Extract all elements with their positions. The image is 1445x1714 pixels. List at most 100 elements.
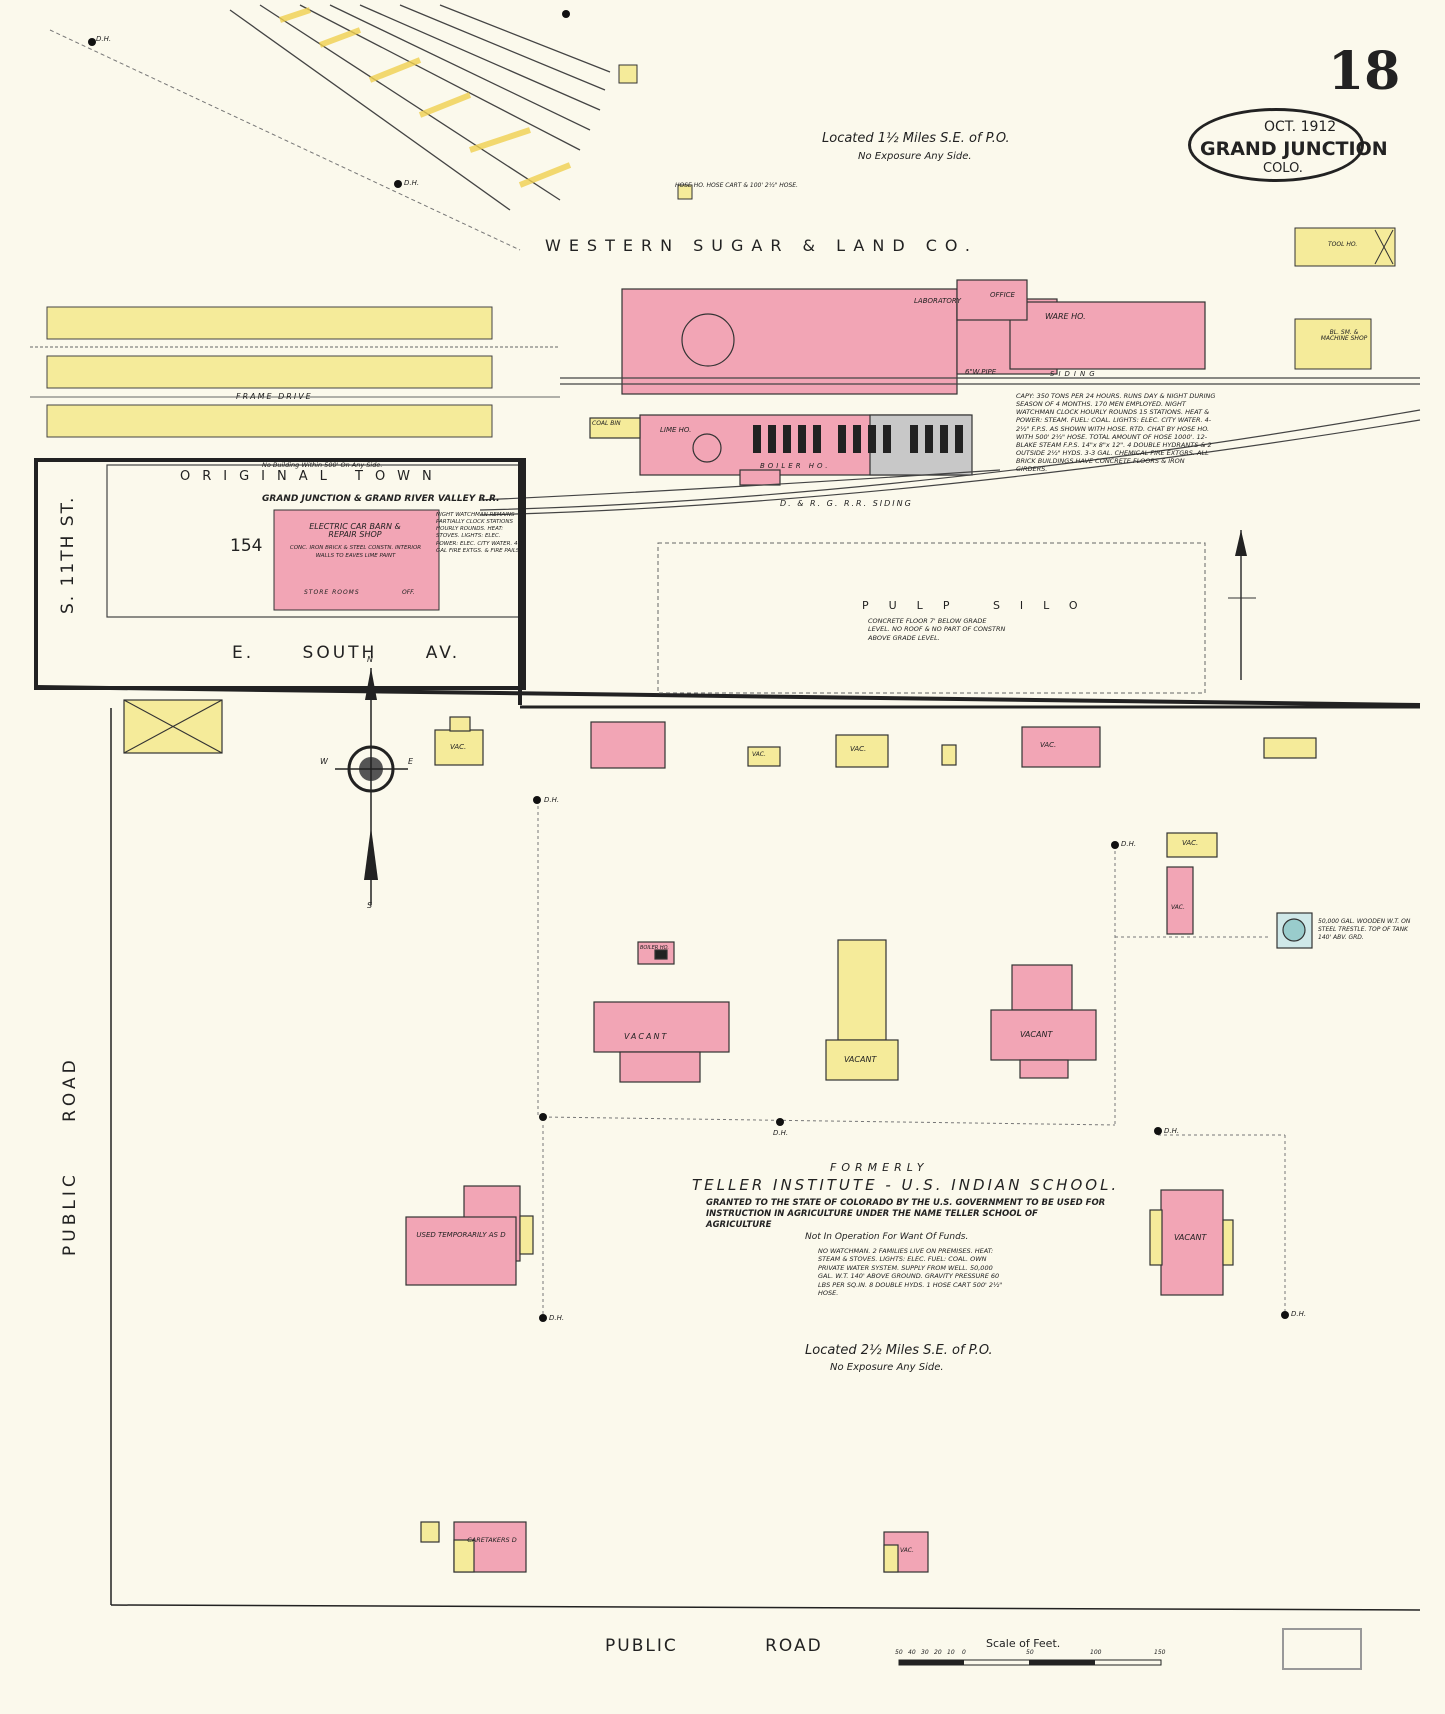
cartouche-oval <box>1188 108 1364 182</box>
office-label: OFFICE <box>990 291 1015 299</box>
library-stamp <box>1282 1628 1362 1670</box>
dh-label-5: D.H. <box>773 1129 789 1137</box>
car-barn-construction: CONC. IRON BRICK & STEEL CONSTN. INTERIO… <box>289 545 422 559</box>
hydrant <box>394 180 402 188</box>
compass-rose <box>335 668 408 905</box>
caretakers-label: CARETAKERS D <box>467 1536 517 1544</box>
lower-buildings <box>123 699 1317 1573</box>
scale-tick: 10 <box>947 1649 955 1656</box>
vac-label-7: VAC. <box>900 1547 914 1554</box>
dh-label-4: D.H. <box>1121 840 1137 848</box>
hose-house-label: HOSE HO. HOSE CART & 100' 2½" HOSE. <box>675 182 798 189</box>
factory-vats <box>753 425 963 453</box>
school-water-pipes <box>537 800 1286 1318</box>
office-small-label: OFF. <box>402 589 415 596</box>
scale-tick: 50 <box>895 1649 903 1656</box>
vacant-label-2: VACANT <box>844 1055 877 1064</box>
vacant-label-3: VACANT <box>1020 1030 1053 1039</box>
compass-e: E <box>408 757 414 766</box>
scale-tick: 50 <box>1026 1649 1034 1656</box>
sugar-notes: CAPY: 350 TONS PER 24 HOURS. RUNS DAY & … <box>1016 392 1216 474</box>
used-temporarily-label: USED TEMPORARILY AS D <box>416 1231 506 1239</box>
block-number: 154 <box>230 536 263 556</box>
scale-tick: 40 <box>908 1649 916 1656</box>
company-name: WESTERN SUGAR & LAND CO. <box>545 236 978 255</box>
tool-house-label: TOOL HO. <box>1328 241 1358 248</box>
top-location: Located 1½ Miles S.E. of P.O. <box>822 131 1010 146</box>
water-tank-note: 50,000 GAL. WOODEN W.T. ON STEEL TRESTLE… <box>1318 918 1411 941</box>
dh-label-8: D.H. <box>1291 1310 1307 1318</box>
railroad-sidings <box>479 377 1421 516</box>
south-property-line <box>110 1604 1421 1611</box>
scale-tick: 30 <box>921 1649 929 1656</box>
public-road-south-label: PUBLIC ROAD <box>605 1636 823 1656</box>
public-road-west-label: PUBLIC ROAD <box>60 1056 80 1256</box>
warehouse-label: WARE HO. <box>1045 312 1086 321</box>
rr-siding-label: D. & R. G. R.R. SIDING <box>780 499 913 508</box>
compass-w: W <box>320 757 328 766</box>
frame-shed <box>46 355 493 389</box>
dh-label-1: D.H. <box>96 35 112 43</box>
frame-shed <box>46 404 493 438</box>
vac-label-5: VAC. <box>1182 839 1199 847</box>
vac-label-1: VAC. <box>450 743 467 751</box>
pipe-label: 6"W.PIPE <box>965 368 997 376</box>
vac-label-2: VAC. <box>752 751 766 758</box>
school-notes: NO WATCHMAN. 2 FAMILIES LIVE ON PREMISES… <box>818 1247 1003 1298</box>
school-formerly: FORMERLY <box>830 1161 929 1174</box>
boiler-house-label: BOILER HO. <box>760 462 831 470</box>
frame-drive-label: FRAME DRIVE <box>236 392 313 401</box>
sheet-state: COLO. <box>1263 161 1303 176</box>
compass-n: N <box>367 655 373 664</box>
electric-car-barn <box>273 509 440 611</box>
sheet-date: OCT. 1912 <box>1264 119 1337 135</box>
school-exposure: No Exposure Any Side. <box>830 1362 944 1373</box>
compass-s: S <box>367 901 373 910</box>
scale-tick: 0 <box>962 1649 966 1656</box>
school-not-operating: Not In Operation For Want Of Funds. <box>805 1232 969 1242</box>
tool-house-x <box>1374 229 1394 265</box>
scale-tick: 100 <box>1090 1649 1102 1656</box>
tool-house <box>1294 227 1396 267</box>
small-boiler-label: BOILER HO. <box>640 945 669 951</box>
sheet-number: 18 <box>1328 41 1401 102</box>
school-location: Located 2½ Miles S.E. of P.O. <box>805 1343 993 1358</box>
scale-bar-fill <box>899 1660 964 1665</box>
south-av-line <box>35 685 1421 707</box>
scale-tick: 20 <box>934 1649 942 1656</box>
vac-label-4: VAC. <box>1040 741 1057 749</box>
dh-label-6: D.H. <box>1164 1127 1180 1135</box>
beet-bins <box>279 7 572 188</box>
south-av-label: E. SOUTH AV. <box>232 643 461 663</box>
scale-bar-fill <box>1029 1660 1095 1665</box>
lime-house-label: LIME HO. <box>660 426 692 434</box>
top-exposure: No Exposure Any Side. <box>858 151 972 162</box>
store-rooms-label: STORE ROOMS <box>304 589 360 596</box>
machine-shop-label: BL. SM. & MACHINE SHOP <box>1320 329 1368 342</box>
school-granted: GRANTED TO THE STATE OF COLORADO BY THE … <box>706 1198 1106 1231</box>
car-barn-notes: NIGHT WATCHMAN REMAINS PARTIALLY CLOCK S… <box>436 512 523 554</box>
coal-bin-label: COAL BIN <box>592 420 621 427</box>
north-arrow-head <box>1235 530 1247 556</box>
sheet-city: GRAND JUNCTION <box>1200 138 1388 160</box>
small-shed <box>618 64 638 84</box>
car-barn-label: ELECTRIC CAR BARN & REPAIR SHOP <box>309 522 401 539</box>
vac-label-3: VAC. <box>850 745 867 753</box>
hose-house <box>677 184 693 200</box>
no-building-note: No Building Within 500' On Any Side. <box>262 461 383 469</box>
vacant-label-1: VACANT <box>624 1032 669 1041</box>
dh-label-3: D.H. <box>544 796 560 804</box>
pulp-silo <box>657 542 1206 694</box>
machine-shop <box>1294 318 1372 370</box>
water-pipe-diagonal <box>49 29 521 251</box>
hydrant <box>562 10 570 18</box>
spur-tracks <box>229 4 611 211</box>
dh-label-7: D.H. <box>549 1314 565 1322</box>
siding-label: SIDING <box>1050 370 1099 378</box>
school-hydrants <box>533 796 1289 1322</box>
original-town-boundary <box>34 458 526 690</box>
vac-label-6: VAC. <box>1171 904 1185 911</box>
laboratory-label: LABORATORY <box>914 297 962 305</box>
